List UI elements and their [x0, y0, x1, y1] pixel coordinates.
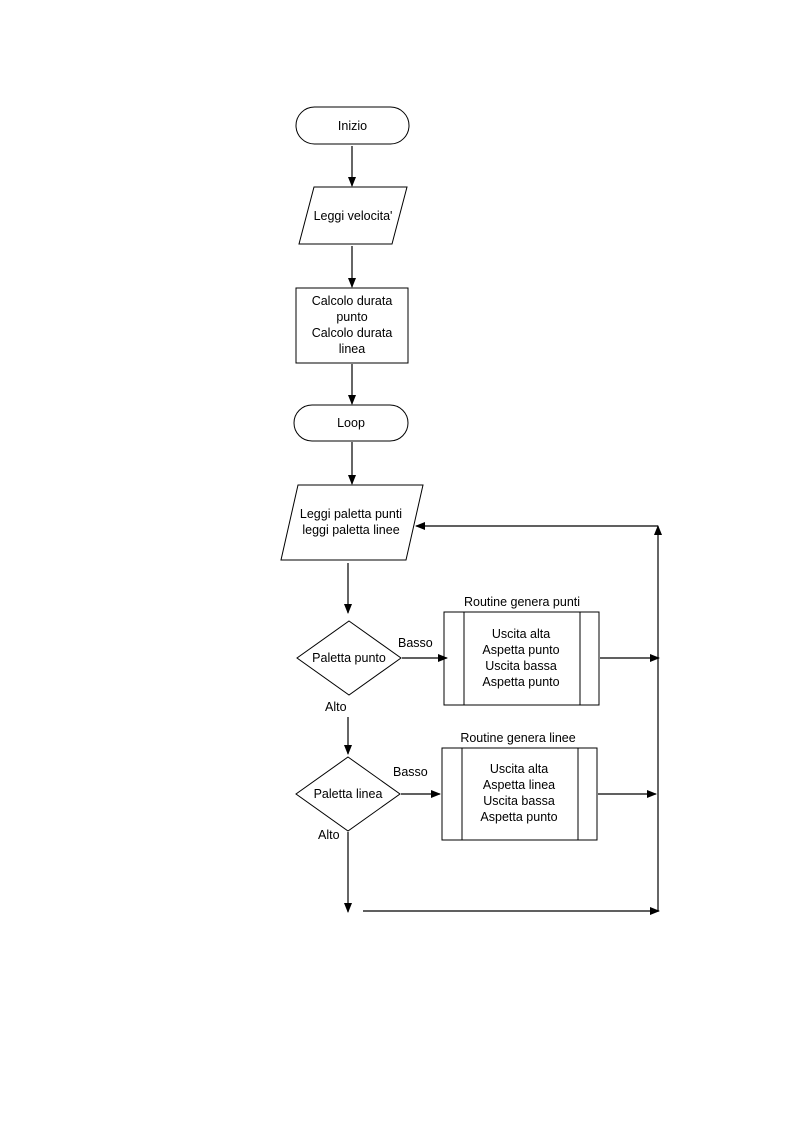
compute-line-3: Calcolo durata	[312, 326, 393, 340]
decision-line-label: Paletta linea	[314, 787, 383, 801]
decision-dot-paddle: Paletta punto	[296, 620, 402, 696]
routine-dots-step-2: Aspetta punto	[482, 643, 559, 657]
compute-line-1: Calcolo durata	[312, 294, 393, 308]
routine-lines-step-4: Aspetta punto	[480, 810, 557, 824]
label-dot-high: Alto	[325, 700, 347, 714]
routine-dots-subprocess: Routine genera punti Uscita alta Aspetta…	[443, 595, 600, 706]
routine-lines-step-3: Uscita bassa	[483, 794, 555, 808]
routine-dots-title: Routine genera punti	[464, 595, 580, 609]
read-paddles-input: Leggi paletta punti leggi paletta linee	[280, 484, 424, 561]
label-dot-low: Basso	[398, 636, 433, 650]
compute-line-2: punto	[336, 310, 367, 324]
routine-dots-step-3: Uscita bassa	[485, 659, 557, 673]
label-line-low: Basso	[393, 765, 428, 779]
start-label: Inizio	[338, 119, 367, 133]
decision-line-paddle: Paletta linea	[295, 756, 401, 832]
routine-lines-step-2: Aspetta linea	[483, 778, 555, 792]
decision-dot-label: Paletta punto	[312, 651, 386, 665]
routine-dots-step-1: Uscita alta	[492, 627, 550, 641]
compute-line-4: linea	[339, 342, 365, 356]
routine-lines-subprocess: Routine genera linee Uscita alta Aspetta…	[441, 731, 598, 841]
read-paddles-line-1: Leggi paletta punti	[300, 507, 402, 521]
read-paddles-line-2: leggi paletta linee	[302, 523, 399, 537]
routine-dots-step-4: Aspetta punto	[482, 675, 559, 689]
read-speed-label: Leggi velocita'	[314, 209, 393, 223]
loop-terminator: Loop	[293, 404, 409, 442]
routine-lines-step-1: Uscita alta	[490, 762, 548, 776]
start-terminator: Inizio	[295, 106, 410, 145]
label-line-high: Alto	[318, 828, 340, 842]
routine-lines-title: Routine genera linee	[460, 731, 575, 745]
read-speed-input: Leggi velocita'	[298, 186, 408, 245]
loop-label: Loop	[337, 416, 365, 430]
compute-durations-process: Calcolo durata punto Calcolo durata line…	[295, 287, 409, 364]
